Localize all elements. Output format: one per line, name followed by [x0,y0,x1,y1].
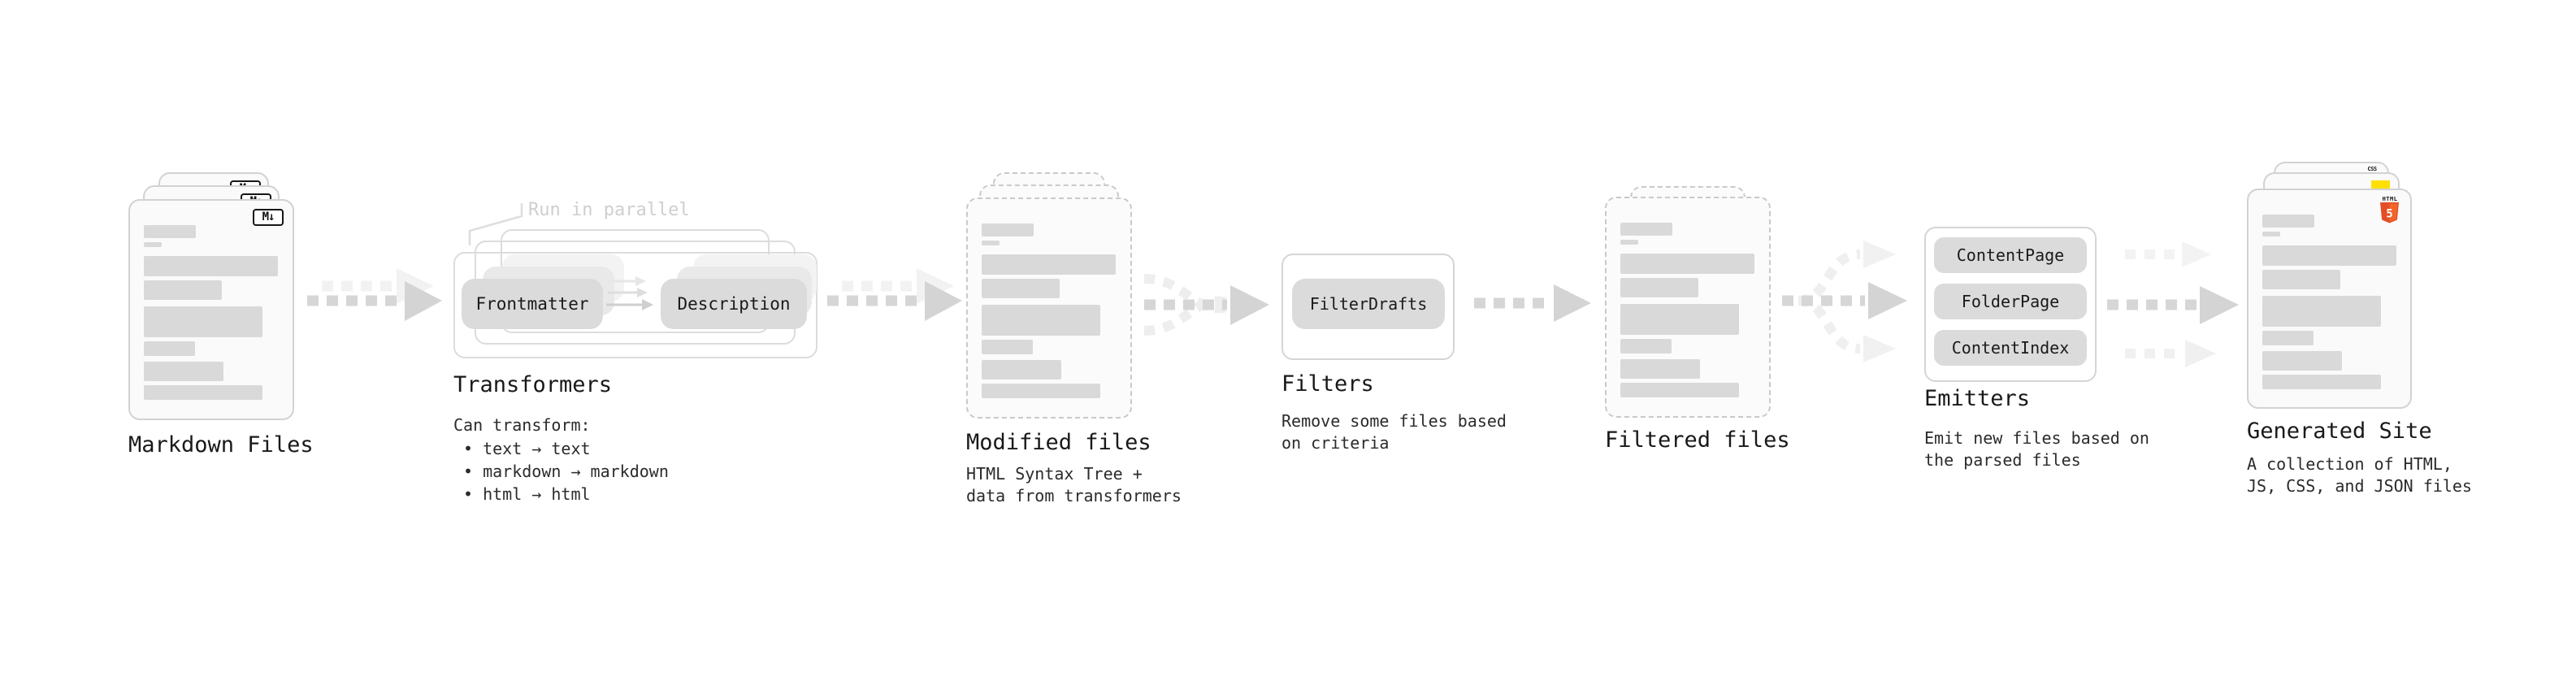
text-line-placeholder [982,360,1061,380]
generated-site-description: A collection of HTML, JS, CSS, and JSON … [2247,454,2472,496]
filter-node-filterdrafts: FilterDrafts [1292,279,1445,329]
filters-box [1281,254,1455,360]
markdown-file-card: M↓ [128,199,294,420]
arrowhead [1230,285,1269,325]
flow-arrow-transformers-to-modified [827,268,962,321]
arrowhead [2200,286,2239,324]
arrowhead [2182,241,2211,267]
svg-text:5: 5 [2386,208,2392,221]
text-line-placeholder [982,340,1033,354]
arrowhead [405,281,442,321]
text-line-placeholder [2262,296,2381,327]
html5-icon: HTML 5 [2379,196,2400,224]
text-line-placeholder [2262,245,2396,266]
arrowhead [1554,284,1591,322]
text-line-placeholder [982,254,1116,275]
arrowhead [1863,241,1896,268]
fan-curve-bottom [1798,296,1861,354]
arrowhead [2185,340,2216,367]
text-line-placeholder [1620,223,1672,236]
text-line-placeholder [2262,215,2314,228]
text-line-placeholder [1620,339,1672,354]
fan-curve-top [1798,249,1861,306]
emitter-node-folderpage: FolderPage [1934,284,2087,319]
text-line-placeholder [982,279,1060,298]
annotation-leader-line [468,203,523,245]
text-line-placeholder [982,305,1100,336]
text-line-placeholder [144,306,262,337]
text-line-placeholder [144,362,223,381]
markdown-icon: M↓ [253,209,284,226]
transformers-desc-title: Can transform: [453,415,591,435]
text-line-placeholder [144,341,195,356]
filtered-file-card [1605,197,1771,418]
text-line-placeholder [1620,383,1739,397]
text-line-placeholder [144,242,162,247]
text-line-placeholder [1620,254,1754,274]
text-line-placeholder [982,241,1000,245]
text-line-placeholder [2262,270,2340,289]
parallel-arrows-icon [606,276,653,310]
bullet-item: • text → text [463,439,591,458]
text-line-placeholder [1620,359,1700,379]
emitters-label: Emitters [1924,386,2031,411]
modified-files-label: Modified files [966,430,1151,455]
transformer-node-description: Description [661,279,807,329]
text-line-placeholder [1620,240,1638,245]
arrowhead [925,281,962,321]
js-icon [2371,180,2390,190]
bullet-item: • markdown → markdown [463,462,669,481]
transformers-label: Transformers [453,372,613,397]
text-line-placeholder [2262,232,2280,236]
flow-arrow-emitters-to-site [2107,241,2239,367]
text-line-placeholder [2262,331,2314,345]
text-line-placeholder [982,223,1034,236]
transformer-node-frontmatter: Frontmatter [462,279,603,329]
modified-file-card [966,197,1132,419]
run-in-parallel-note: Run in parallel [528,200,690,220]
flow-arrow-markdown-to-transformers [307,268,442,321]
transformers-bullet-list: • text → text • markdown → markdown • ht… [463,437,669,505]
text-line-placeholder [1620,304,1739,335]
text-line-placeholder [2262,375,2381,389]
text-line-placeholder [144,225,196,238]
text-line-placeholder [1620,278,1698,297]
text-line-placeholder [144,256,278,276]
site-file-card-html: HTML 5 [2247,189,2412,409]
emitter-node-contentindex: ContentIndex [1934,330,2087,366]
merge-curve-bottom [1143,296,1229,336]
modified-files-description: HTML Syntax Tree + data from transformer… [966,464,1182,505]
flow-arrow-modified-to-filters [1143,274,1269,336]
emitters-description: Emit new files based on the parsed files [1924,428,2149,470]
markdown-files-label: Markdown Files [128,432,314,458]
bullet-item: • html → html [463,484,591,504]
emitters-box [1924,227,2097,382]
generated-site-label: Generated Site [2247,419,2432,444]
filters-description: Remove some files based on criteria [1281,411,1507,453]
text-line-placeholder [144,280,222,300]
text-line-placeholder [982,384,1100,398]
text-line-placeholder [144,385,262,400]
merge-curve-top [1143,274,1229,314]
transformers-box [453,252,817,358]
filters-label: Filters [1281,371,1374,397]
filtered-files-label: Filtered files [1605,427,1790,453]
arrowhead [1868,282,1907,319]
text-line-placeholder [2262,351,2342,371]
flow-arrow-filtered-to-emitters [1782,241,1907,362]
emitter-node-contentpage: ContentPage [1934,237,2087,273]
arrowhead [1863,335,1896,362]
flow-arrow-filters-to-filtered [1474,284,1591,322]
